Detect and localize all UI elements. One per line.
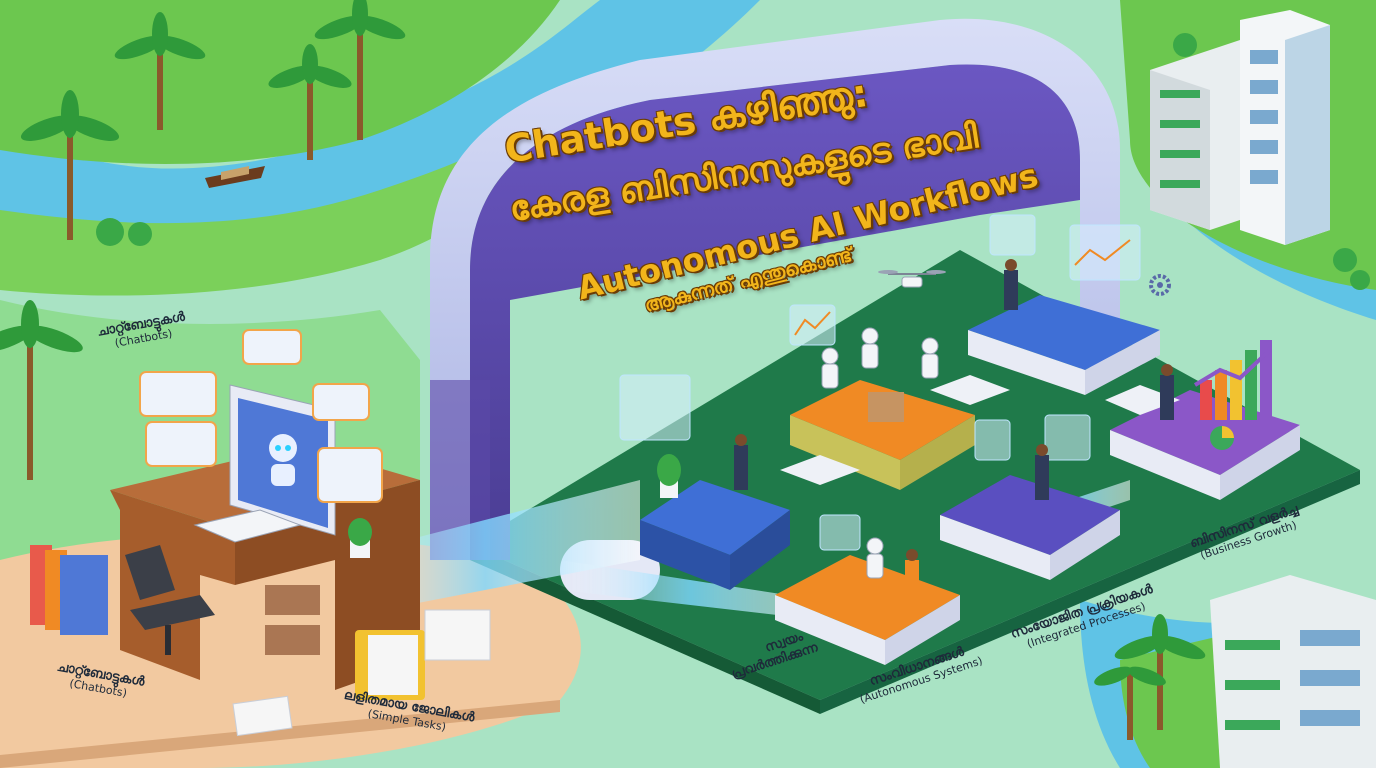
drone-icon	[878, 270, 946, 288]
palm-tree-icon	[0, 0, 1206, 740]
folder-icon	[355, 609, 491, 700]
floating-screens	[619, 214, 1141, 551]
chat-bubble-icon	[139, 329, 383, 503]
pod-office	[968, 295, 1160, 395]
office-chair	[125, 545, 215, 655]
island-top-left-lower	[0, 130, 520, 296]
paper-sheet	[232, 695, 293, 737]
keyboard	[193, 509, 302, 543]
office-buildings-right	[1150, 10, 1376, 768]
river-top	[0, 0, 760, 252]
pod-integrated	[940, 475, 1120, 580]
cardboard-box	[868, 392, 904, 422]
sand-edge	[0, 700, 560, 768]
binders	[30, 545, 108, 635]
screen-charts	[794, 239, 1131, 336]
pod-orange	[775, 555, 960, 665]
robot-icon	[821, 327, 939, 579]
chart-icon	[1193, 340, 1272, 450]
people	[734, 259, 1174, 605]
gear-icon	[1149, 274, 1171, 296]
robot-icon	[269, 434, 297, 486]
pod-dashboard	[640, 480, 790, 590]
steps	[780, 375, 1180, 485]
plant	[348, 454, 681, 558]
boat-icon	[205, 166, 265, 188]
